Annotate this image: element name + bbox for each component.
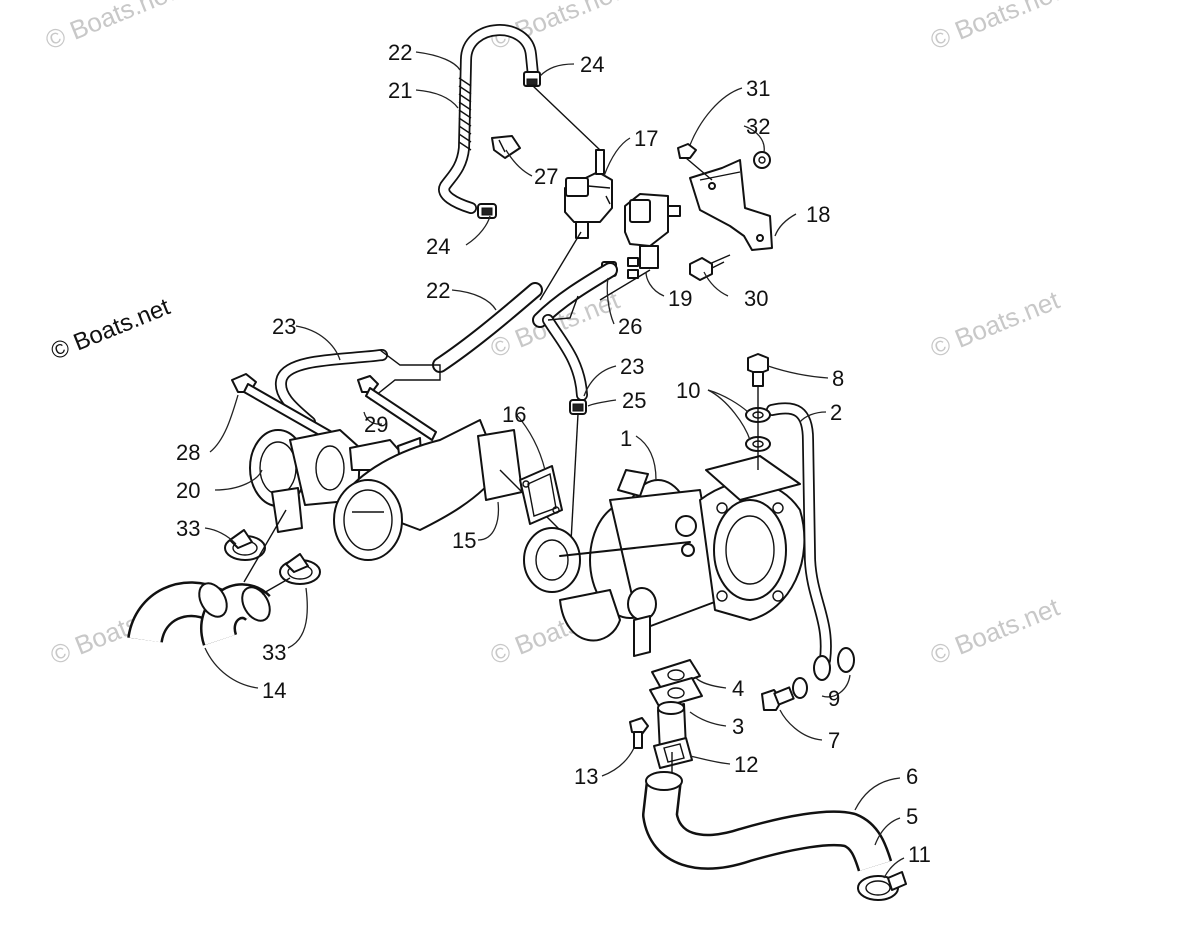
callout-29: 29: [364, 412, 388, 437]
callout-19: 19: [668, 286, 692, 311]
clamp-24-top: [523, 71, 541, 87]
bolt-28: [231, 373, 333, 441]
callout-labels: 22 21 24 31 17 32 27 18 24 22 19 30 26 2…: [176, 40, 931, 867]
callout-13: 13: [574, 764, 598, 789]
washer-9: [792, 647, 855, 699]
bolt-30: [689, 257, 725, 281]
callout-23-left: 23: [272, 314, 296, 339]
callout-14: 14: [262, 678, 286, 703]
callout-24-top: 24: [580, 52, 604, 77]
callout-4: 4: [732, 676, 744, 701]
hose-22-21: [438, 24, 539, 214]
gasket-16: [519, 465, 563, 525]
gasket-4: [649, 659, 703, 709]
watermark-low-right: © Boats.net: [926, 591, 1064, 670]
callout-21: 21: [388, 78, 412, 103]
callout-2: 2: [830, 400, 842, 425]
callout-33-left: 33: [176, 516, 200, 541]
banjo-bolt-8: [747, 353, 769, 387]
stud-29: [357, 375, 437, 441]
callout-16: 16: [502, 402, 526, 427]
turbocharger-1: [523, 455, 806, 657]
callout-33-right: 33: [262, 640, 286, 665]
clamp-25: [569, 399, 587, 415]
intake-elbow-15: [333, 419, 523, 561]
watermark-top-right: © Boats.net: [926, 0, 1064, 56]
callout-32: 32: [746, 114, 770, 139]
nut-32: [753, 151, 771, 169]
callout-11: 11: [908, 842, 931, 867]
callout-28: 28: [176, 440, 200, 465]
callout-26: 26: [618, 314, 642, 339]
hose-22-middle: [432, 262, 618, 373]
callout-24-lower: 24: [426, 234, 450, 259]
callout-8: 8: [832, 366, 844, 391]
bolt-13: [629, 717, 649, 749]
callout-6: 6: [906, 764, 918, 789]
bolt-7: [761, 686, 795, 711]
callout-27: 27: [534, 164, 558, 189]
callout-10: 10: [676, 378, 700, 403]
callout-30: 30: [744, 286, 768, 311]
callout-22-middle: 22: [426, 278, 450, 303]
callout-15: 15: [452, 528, 476, 553]
hose-23-left: [274, 349, 388, 428]
callout-18: 18: [806, 202, 830, 227]
oil-line-2: [766, 402, 832, 666]
callout-17: 17: [634, 126, 658, 151]
watermark-top-left: © Boats.net: [41, 0, 179, 56]
clip-27: [491, 135, 521, 159]
callout-5: 5: [906, 804, 918, 829]
hose-23-right: [542, 314, 588, 401]
callout-20: 20: [176, 478, 200, 503]
callout-31: 31: [746, 76, 770, 101]
callout-7: 7: [828, 728, 840, 753]
attribution-text: © Boats.net: [47, 293, 174, 365]
callout-25: 25: [622, 388, 646, 413]
clamp-12: [653, 737, 693, 769]
screw-31: [677, 143, 697, 159]
bracket-18: [689, 159, 773, 251]
hose-14: [127, 581, 271, 646]
callout-23-right: 23: [620, 354, 644, 379]
callout-9: 9: [828, 686, 840, 711]
watermark-mid-right: © Boats.net: [926, 284, 1064, 363]
callout-22-top: 22: [388, 40, 412, 65]
callout-1: 1: [620, 426, 632, 451]
solenoid-valve-19: [624, 193, 681, 279]
clamp-11: [857, 871, 907, 901]
callout-3: 3: [732, 714, 744, 739]
drain-hose-6: [642, 771, 893, 872]
callout-12: 12: [734, 752, 758, 777]
clamp-24-lower: [477, 203, 497, 219]
leader-lines: [204, 51, 905, 879]
solenoid-valve-17: [564, 149, 613, 239]
